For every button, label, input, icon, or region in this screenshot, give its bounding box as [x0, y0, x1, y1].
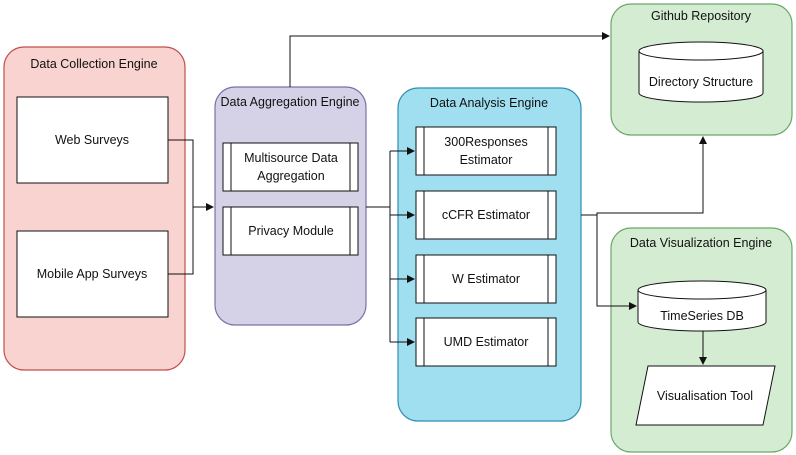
connector-web-to-aggregation: [168, 139, 214, 211]
timeseries-db-cylinder: TimeSeries DB: [637, 280, 767, 332]
mobile-surveys-box: [16, 230, 169, 318]
connector-aggregation-to-github: [289, 32, 610, 87]
web-surveys-box: [16, 96, 169, 184]
web-surveys-label: Web Surveys: [55, 133, 129, 147]
timeseries-db-label: TimeSeries DB: [660, 309, 744, 323]
estimator-300responses: 300Responses Estimator: [415, 126, 557, 176]
data-visualization-engine: Data Visualization Engine TimeSeries DB …: [610, 227, 793, 453]
privacy-module-label: Privacy Module: [248, 224, 333, 238]
mobile-surveys-label: Mobile App Surveys: [37, 267, 147, 281]
data-collection-container: [3, 46, 186, 371]
estimator-umd-label: UMD Estimator: [444, 335, 529, 349]
data-analysis-title: Data Analysis Engine: [430, 96, 548, 110]
multisource-aggregation-process: Multisource Data Aggregation: [222, 142, 359, 192]
estimator-w-label: W Estimator: [452, 272, 520, 286]
github-repository: Github Repository Directory Structure: [610, 3, 793, 136]
connector-analysis-to-github: [581, 136, 707, 216]
estimator-ccfr: cCFR Estimator: [415, 190, 557, 240]
directory-structure-cylinder: Directory Structure: [638, 41, 764, 103]
data-aggregation-title: Data Aggregation Engine: [221, 95, 360, 109]
data-collection-engine: Data Collection Engine Web Surveys Mobil…: [3, 46, 186, 371]
multisource-label-line1: Multisource Data: [244, 151, 338, 165]
data-collection-title: Data Collection Engine: [30, 57, 157, 71]
estimator-w: W Estimator: [415, 254, 557, 304]
data-aggregation-engine: Data Aggregation Engine Multisource Data…: [214, 86, 367, 326]
connector-mobile-to-aggregation: [168, 207, 194, 275]
data-visualization-title: Data Visualization Engine: [630, 236, 772, 250]
connector-analysis-to-timeseries: [596, 213, 637, 310]
privacy-module-process: Privacy Module: [222, 206, 359, 256]
connectors: [168, 32, 707, 365]
data-aggregation-container: [214, 86, 367, 326]
estimator-umd: UMD Estimator: [415, 317, 557, 367]
visualisation-tool-parallelogram: Visualisation Tool: [635, 365, 776, 426]
github-title: Github Repository: [651, 9, 752, 23]
estimator-300-line2: Estimator: [460, 153, 513, 167]
estimator-300-line1: 300Responses: [444, 135, 527, 149]
directory-structure-label: Directory Structure: [649, 75, 753, 89]
multisource-label-line2: Aggregation: [257, 169, 324, 183]
data-analysis-engine: Data Analysis Engine 300Responses Estima…: [397, 87, 582, 422]
visualisation-tool-label: Visualisation Tool: [657, 389, 753, 403]
estimator-ccfr-label: cCFR Estimator: [442, 208, 530, 222]
